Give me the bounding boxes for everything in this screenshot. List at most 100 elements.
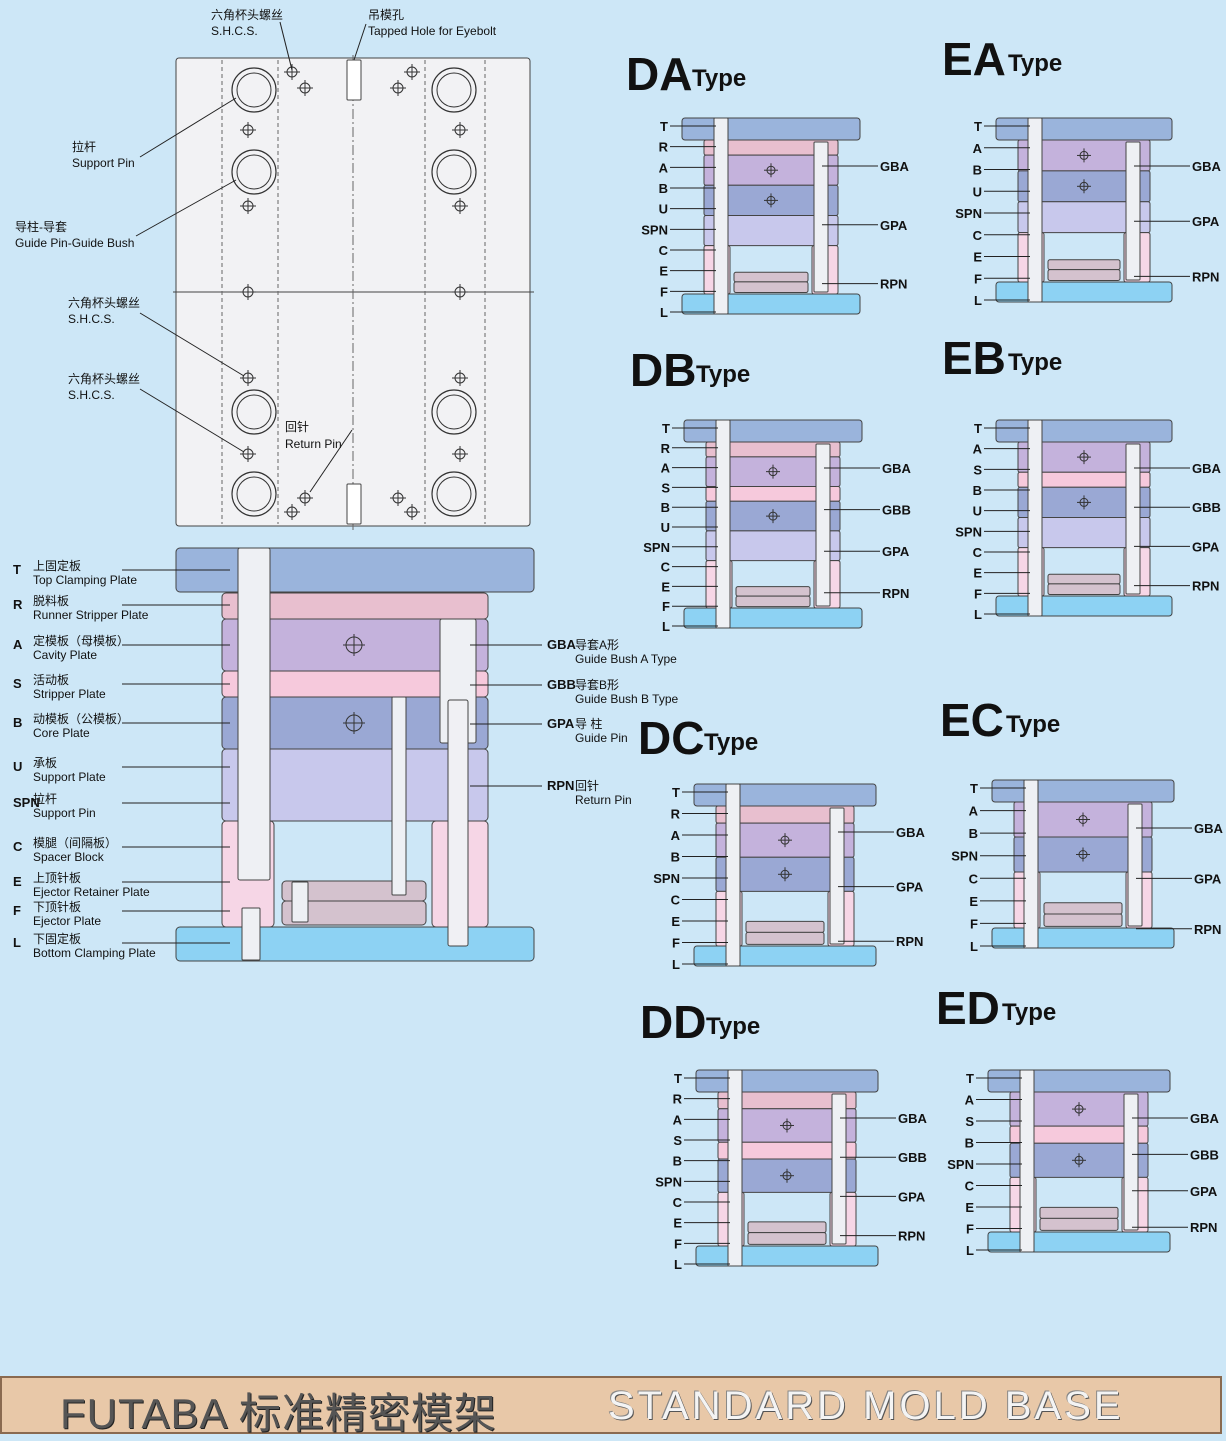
type-code-l: L bbox=[674, 1257, 682, 1272]
shcs-label3-cn: 六角杯头螺丝 bbox=[68, 372, 140, 386]
eyebolt-leader bbox=[353, 23, 367, 61]
type-word: Type bbox=[704, 729, 758, 756]
plate-t bbox=[693, 783, 877, 807]
type-code-u: U bbox=[973, 184, 982, 199]
plate-screw bbox=[1077, 148, 1091, 163]
return-pin-label-cn: 回针 bbox=[285, 419, 309, 434]
plate-l bbox=[695, 1245, 879, 1267]
plate-f bbox=[1047, 269, 1121, 282]
type-code-c: C bbox=[673, 1195, 683, 1210]
part-name-cn: 定模板（母模板） bbox=[33, 633, 129, 648]
part-name-en: Top Clamping Plate bbox=[33, 573, 137, 587]
part-name-en: Guide Bush A Type bbox=[575, 652, 677, 666]
plate-screw bbox=[1077, 450, 1091, 465]
type-code-rpn: RPN bbox=[896, 934, 923, 949]
guide-pin bbox=[447, 699, 469, 947]
plate-screw bbox=[1077, 495, 1091, 510]
plate-screw bbox=[766, 509, 780, 524]
type-code-spn: SPN bbox=[955, 524, 982, 539]
type-code-rpn: RPN bbox=[880, 277, 907, 292]
type-code-l: L bbox=[672, 957, 680, 972]
type-code-spn: SPN bbox=[951, 849, 978, 864]
type-code-t: T bbox=[966, 1071, 974, 1086]
type-code-rpn: RPN bbox=[1194, 922, 1221, 937]
type-word: Type bbox=[1002, 999, 1056, 1026]
type-code-u: U bbox=[661, 520, 670, 535]
type-code-a: A bbox=[671, 828, 681, 843]
support-pin bbox=[1027, 117, 1043, 303]
guide-hole-inner bbox=[436, 154, 472, 190]
type-code-t: T bbox=[974, 421, 982, 436]
part-name-cn: 活动板 bbox=[33, 673, 69, 687]
guide-pin bbox=[1125, 141, 1141, 281]
type-code-f: F bbox=[974, 586, 982, 601]
screw-hole bbox=[240, 122, 256, 138]
type-code-l: L bbox=[966, 1243, 974, 1258]
type-word: Type bbox=[706, 1013, 760, 1040]
type-name: EB bbox=[942, 332, 1006, 384]
part-code-spn: SPN bbox=[13, 795, 40, 810]
screw-hole bbox=[404, 64, 420, 80]
guide-leader bbox=[135, 179, 237, 237]
type-code-c: C bbox=[973, 228, 983, 243]
support-pin bbox=[727, 1069, 743, 1267]
support-pin bbox=[725, 783, 741, 967]
part-code-gpa: GPA bbox=[547, 716, 575, 731]
ejector-screw bbox=[291, 881, 309, 923]
type-code-e: E bbox=[671, 914, 680, 929]
plate-l bbox=[987, 1231, 1171, 1253]
type-code-r: R bbox=[671, 807, 681, 822]
shcs-label3-en: S.H.C.S. bbox=[68, 388, 115, 402]
type-code-f: F bbox=[660, 284, 668, 299]
plate-screw bbox=[780, 1168, 794, 1183]
plate-screw bbox=[766, 464, 780, 479]
plate-l bbox=[995, 595, 1173, 617]
type-code-t: T bbox=[674, 1071, 682, 1086]
type-code-b: B bbox=[673, 1154, 682, 1169]
plate-l bbox=[991, 927, 1175, 949]
support-pin-label-en: Support Pin bbox=[72, 156, 135, 170]
type-code-e: E bbox=[661, 579, 670, 594]
type-code-u: U bbox=[659, 202, 668, 217]
shcs3-leader bbox=[139, 388, 245, 453]
type-code-b: B bbox=[671, 850, 680, 865]
part-code-u: U bbox=[13, 759, 22, 774]
part-name-cn: 动模板（公模板） bbox=[33, 712, 129, 726]
type-code-e: E bbox=[965, 1200, 974, 1215]
support-pin bbox=[1019, 1069, 1035, 1253]
type-code-gpa: GPA bbox=[1190, 1184, 1218, 1199]
eyebolt-hole-top bbox=[346, 59, 362, 101]
guide-label-cn: 导柱-导套 bbox=[15, 219, 67, 234]
type-code-rpn: RPN bbox=[898, 1229, 925, 1244]
type-code-l: L bbox=[662, 619, 670, 634]
type-code-gbb: GBB bbox=[898, 1150, 927, 1165]
footer-brand-title: FUTABA 标准精密模架 bbox=[60, 1390, 497, 1437]
plate-l bbox=[693, 945, 877, 967]
type-code-r: R bbox=[661, 441, 671, 456]
plate-f bbox=[1047, 583, 1121, 596]
part-name-cn: 导 柱 bbox=[575, 716, 602, 731]
plate-f bbox=[1039, 1217, 1119, 1231]
type-code-e: E bbox=[973, 250, 982, 265]
plate-l bbox=[683, 607, 863, 629]
type-code-l: L bbox=[970, 939, 978, 954]
type-code-gpa: GPA bbox=[1194, 871, 1222, 886]
shcs2-leader bbox=[139, 312, 245, 377]
part-name-cn: 承板 bbox=[33, 756, 57, 770]
guide-hole bbox=[231, 67, 277, 113]
plate-screw bbox=[778, 833, 792, 848]
core-screw-mark bbox=[343, 712, 365, 734]
guide-hole bbox=[431, 389, 477, 435]
plate-f bbox=[745, 931, 825, 945]
plate-screw bbox=[1076, 812, 1090, 827]
part-name-cn: 拉杆 bbox=[33, 791, 57, 806]
guide-pin bbox=[1127, 803, 1143, 927]
type-code-gbb: GBB bbox=[1192, 500, 1221, 515]
type-code-b: B bbox=[659, 181, 668, 196]
type-code-t: T bbox=[660, 119, 668, 134]
type-code-t: T bbox=[974, 119, 982, 134]
type-code-e: E bbox=[973, 566, 982, 581]
type-code-f: F bbox=[974, 271, 982, 286]
